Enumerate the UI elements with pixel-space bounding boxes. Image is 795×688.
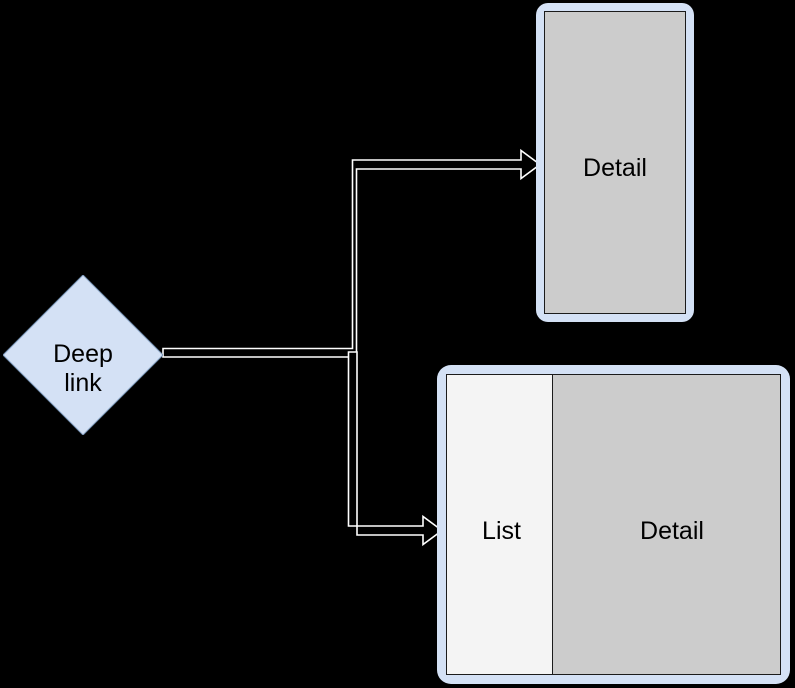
deep-link-node[interactable] (3, 275, 163, 435)
connector-tablet-outline (347, 351, 444, 547)
tablet-list-pane[interactable] (447, 375, 553, 674)
phone-screen (544, 11, 686, 314)
connector-deep-link-to-tablet (347, 351, 444, 547)
tablet-detail-pane[interactable] (553, 375, 780, 674)
connector-deep-link-to-phone (162, 148, 542, 358)
diamond-shape (3, 275, 163, 435)
tablet-frame[interactable] (437, 365, 790, 684)
tablet-screen (446, 374, 781, 675)
connector-phone-outline (162, 148, 542, 358)
phone-frame[interactable] (536, 3, 694, 322)
